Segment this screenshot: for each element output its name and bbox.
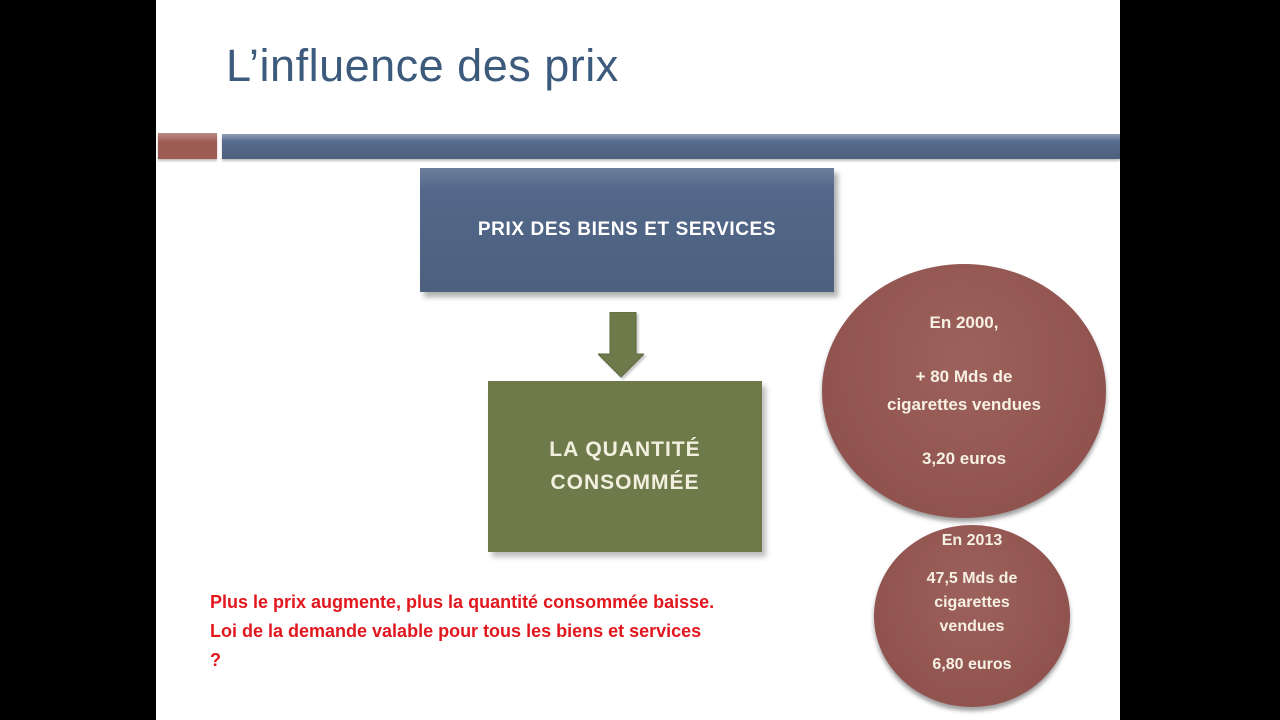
quantity-box: LA QUANTITÉ CONSOMMÉE <box>488 381 762 552</box>
bubble-2013-body-line2: cigarettes <box>934 594 1010 611</box>
bubble-year-2000: En 2000, + 80 Mds de cigarettes vendues … <box>822 264 1106 518</box>
bubble-2013-heading: En 2013 <box>941 532 1003 549</box>
slide-canvas: L’influence des prix PRIX DES BIENS ET S… <box>156 0 1120 720</box>
quantity-box-line2: CONSOMMÉE <box>550 470 700 494</box>
bubble-2013-body-line1: 47,5 Mds de <box>926 570 1018 587</box>
note-line3: ? <box>210 650 221 670</box>
bubble-year-2013: En 2013 47,5 Mds de cigarettes vendues 6… <box>874 525 1070 707</box>
price-box-label: PRIX DES BIENS ET SERVICES <box>477 219 777 240</box>
bubble-2013-price: 6,80 euros <box>932 656 1012 673</box>
price-box: PRIX DES BIENS ET SERVICES <box>420 168 834 292</box>
divider-accent-square <box>158 133 217 159</box>
bubble-2000-body-line1: + 80 Mds de <box>915 367 1013 386</box>
law-of-demand-note: Plus le prix augmente, plus la quantité … <box>210 588 850 675</box>
bubble-2000-price: 3,20 euros <box>921 449 1007 468</box>
quantity-box-line1: LA QUANTITÉ <box>549 437 701 461</box>
slide-title: L’influence des prix <box>226 40 619 91</box>
down-arrow-icon <box>598 312 644 378</box>
divider-rule-bar <box>222 134 1120 159</box>
note-line1: Plus le prix augmente, plus la quantité … <box>210 592 715 612</box>
bubble-2000-heading: En 2000, <box>929 313 999 332</box>
bubble-2013-body-line3: vendues <box>939 618 1005 635</box>
bubble-2000-body-line2: cigarettes vendues <box>886 395 1041 414</box>
note-line2: Loi de la demande valable pour tous les … <box>210 621 702 641</box>
